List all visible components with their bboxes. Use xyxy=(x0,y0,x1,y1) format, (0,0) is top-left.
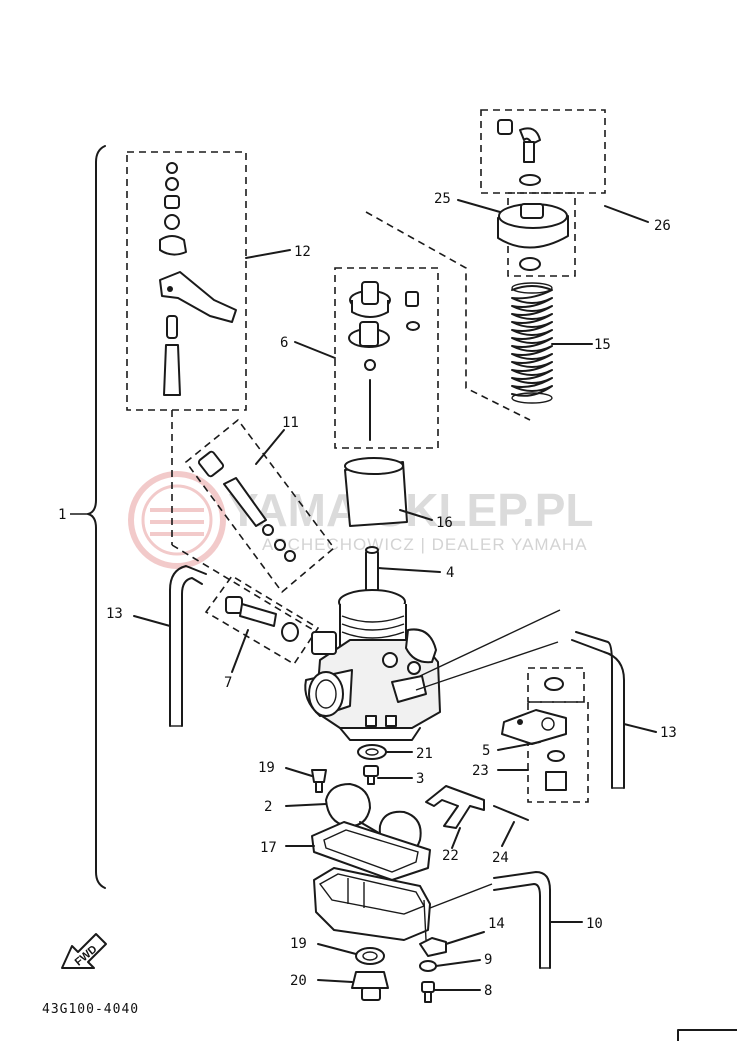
callout-2: 2 xyxy=(264,799,272,815)
callout-labels: 1 2 3 4 5 6 7 8 9 10 11 12 13 13 14 15 1… xyxy=(58,191,677,999)
washer-9 xyxy=(419,960,437,972)
callout-24: 24 xyxy=(492,850,509,866)
part-code: 43G100-4040 xyxy=(42,1002,139,1017)
screw-8 xyxy=(421,981,435,1003)
callout-15: 15 xyxy=(594,337,611,353)
callout-5: 5 xyxy=(482,743,490,759)
gasket-17 xyxy=(311,821,431,881)
watermark-title: YAMA-SKLEP.PL xyxy=(228,484,594,536)
idle-screw-parts xyxy=(225,596,299,642)
callout-8: 8 xyxy=(484,983,492,999)
watermark-subtitle: ARCHECHOWICZ | DEALER YAMAHA xyxy=(262,535,588,554)
top-cap-parts xyxy=(497,119,569,271)
o-ring-19 xyxy=(355,947,385,965)
callout-12: 12 xyxy=(294,244,311,260)
screw-3 xyxy=(363,765,379,785)
callout-13-right: 13 xyxy=(660,725,677,741)
callout-10: 10 xyxy=(586,916,603,932)
callout-9: 9 xyxy=(484,952,492,968)
callout-26: 26 xyxy=(654,218,671,234)
throttle-lever-parts xyxy=(159,162,237,396)
screw-19-top xyxy=(311,769,327,793)
fwd-arrow-icon: FWD xyxy=(61,933,107,969)
carburetor-body xyxy=(304,589,441,741)
assembly-bracket xyxy=(87,145,106,889)
callout-20: 20 xyxy=(290,973,307,989)
callout-6: 6 xyxy=(280,335,288,351)
callout-22: 22 xyxy=(442,848,459,864)
throttle-valve-parts xyxy=(348,281,420,441)
callout-4: 4 xyxy=(446,565,454,581)
pin-24 xyxy=(493,805,529,821)
callout-3: 3 xyxy=(416,771,424,787)
callout-21: 21 xyxy=(416,746,433,762)
callout-25: 25 xyxy=(434,191,451,207)
callout-1: 1 xyxy=(58,507,66,523)
float-bowl xyxy=(313,867,431,941)
callout-7: 7 xyxy=(224,675,232,691)
watermark-logo-icon xyxy=(128,471,226,569)
group-26-box xyxy=(480,109,606,194)
group-7-box xyxy=(204,574,320,666)
hose-10 xyxy=(493,871,551,969)
callout-17: 17 xyxy=(260,840,277,856)
corner-mark xyxy=(677,1029,737,1041)
callout-23: 23 xyxy=(472,763,489,779)
hose-13-right xyxy=(571,631,625,789)
spring-part xyxy=(511,282,553,404)
group-6-box xyxy=(334,267,439,449)
clamp-14 xyxy=(419,899,447,957)
callout-14: 14 xyxy=(488,916,505,932)
watermark: YAMA-SKLEP.PL ARCHECHOWICZ | DEALER YAMA… xyxy=(128,471,594,569)
group-5-box xyxy=(527,701,589,803)
pilot-screw-parts xyxy=(197,450,296,562)
plate-22 xyxy=(425,785,485,829)
group-12-box xyxy=(126,151,247,411)
hose-13-left xyxy=(169,565,207,727)
callout-13-left: 13 xyxy=(106,606,123,622)
slide-part-4 xyxy=(365,546,379,597)
cap-part-16 xyxy=(344,457,408,527)
callout-19-bottom: 19 xyxy=(290,936,307,952)
group-11-box xyxy=(184,418,336,594)
callout-11: 11 xyxy=(282,415,299,431)
callout-19-top: 19 xyxy=(258,760,275,776)
callout-16: 16 xyxy=(436,515,453,531)
group-5-top-box xyxy=(527,667,585,703)
drain-plug-20 xyxy=(351,971,389,1001)
washer-21 xyxy=(357,744,387,760)
jet-holder-parts xyxy=(501,677,567,791)
